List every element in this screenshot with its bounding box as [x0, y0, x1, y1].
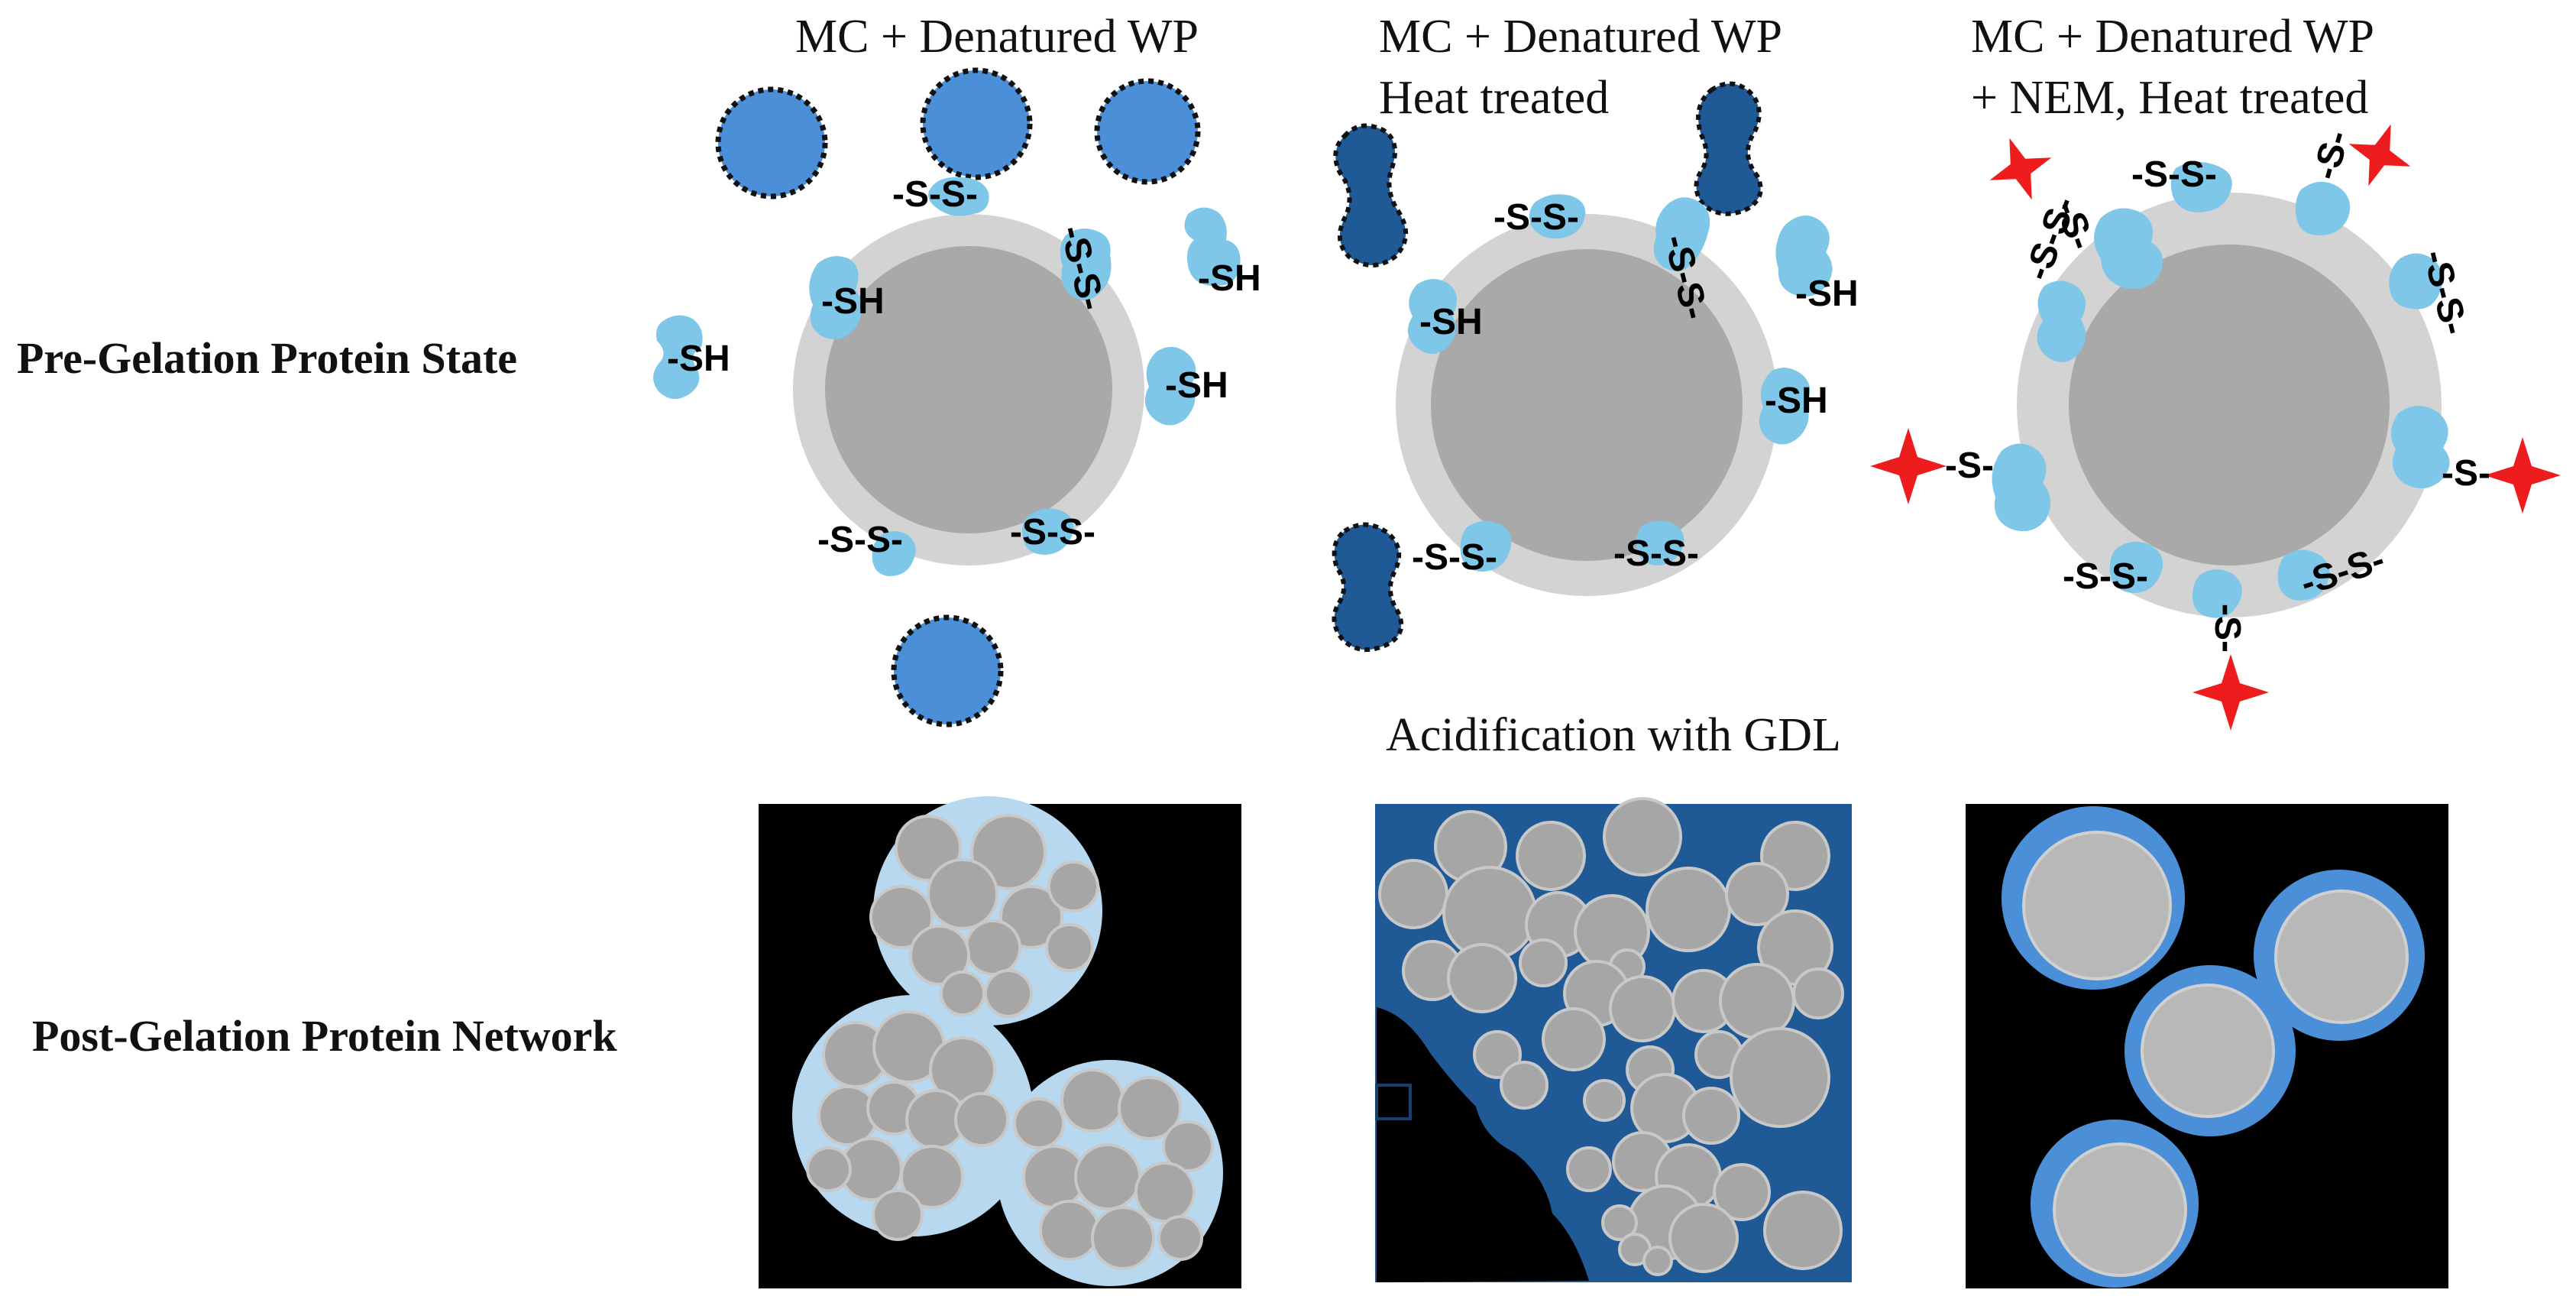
gel-panel-1	[759, 796, 1241, 1288]
p2-disulfide-bottom-right: -S-S-	[1613, 533, 1699, 574]
gel-panel-2	[1375, 797, 1852, 1282]
p2-disulfide-bottom-left: -S-S-	[1412, 537, 1497, 578]
col3-title-line2: + NEM, Heat treated	[1971, 72, 2368, 124]
p3-disulfide-top: -S-S-	[2131, 154, 2217, 195]
p1-sh-right: -SH	[1165, 365, 1228, 406]
nem-star-icon	[2484, 437, 2561, 514]
p3-blocked-upper-right: -S-	[2306, 126, 2358, 184]
panel-2-micelle	[1396, 214, 1778, 596]
p1-disulfide-top: -S-S-	[892, 174, 978, 215]
gel-2-particles	[1378, 797, 1844, 1276]
p3-blocked-left: -S-	[1945, 446, 1994, 486]
p1-disulfide-bottom-right: -S-S-	[1010, 512, 1095, 553]
p1-sh-right-outer: -SH	[1198, 258, 1261, 299]
row-label-post-gelation: Post-Gelation Protein Network	[32, 1011, 617, 1061]
nem-star-icon	[2193, 654, 2269, 731]
row-label-pre-gelation: Pre-Gelation Protein State	[17, 333, 517, 383]
panel-2-whey-proteins	[1407, 194, 1833, 572]
p1-disulfide-bottom-left: -S-S-	[817, 520, 903, 560]
p1-sh-free: -SH	[667, 339, 730, 379]
gel-1-particles	[806, 814, 1214, 1270]
p1-sh-left: -SH	[821, 281, 885, 322]
middle-caption: Acidification with GDL	[1386, 709, 1841, 761]
p3-disulfide-bottom-left: -S-S-	[2063, 556, 2148, 597]
panel-2-heat-aggregates	[1332, 81, 1763, 653]
gel-2-dark-region	[1377, 1007, 1589, 1282]
p3-blocked-bottom: -S-	[2207, 604, 2248, 653]
panel-1-whey-proteins	[653, 177, 1241, 576]
p2-sh-left: -SH	[1419, 302, 1483, 342]
nem-star-icon	[1870, 428, 1947, 504]
col3-title-line1: MC + Denatured WP	[1971, 11, 2374, 63]
gel-panel-3	[1966, 804, 2448, 1288]
panel-1-micelle	[793, 214, 1144, 566]
panel-3-micelle	[2017, 193, 2442, 617]
p2-sh-right-outer: -SH	[1795, 274, 1859, 314]
panel-3-whey-proteins	[1992, 161, 2450, 618]
p3-blocked-right: -S-	[2442, 453, 2490, 494]
col2-title-line1: MC + Denatured WP	[1379, 11, 1782, 63]
col1-title: MC + Denatured WP	[795, 11, 1199, 63]
p2-sh-right: -SH	[1765, 381, 1828, 421]
gel-3-particles	[2022, 831, 2409, 1277]
p2-disulfide-top: -S-S-	[1493, 197, 1579, 238]
panel-1-whey-aggregates	[715, 67, 1201, 728]
col2-title-line2: Heat treated	[1379, 72, 1609, 124]
